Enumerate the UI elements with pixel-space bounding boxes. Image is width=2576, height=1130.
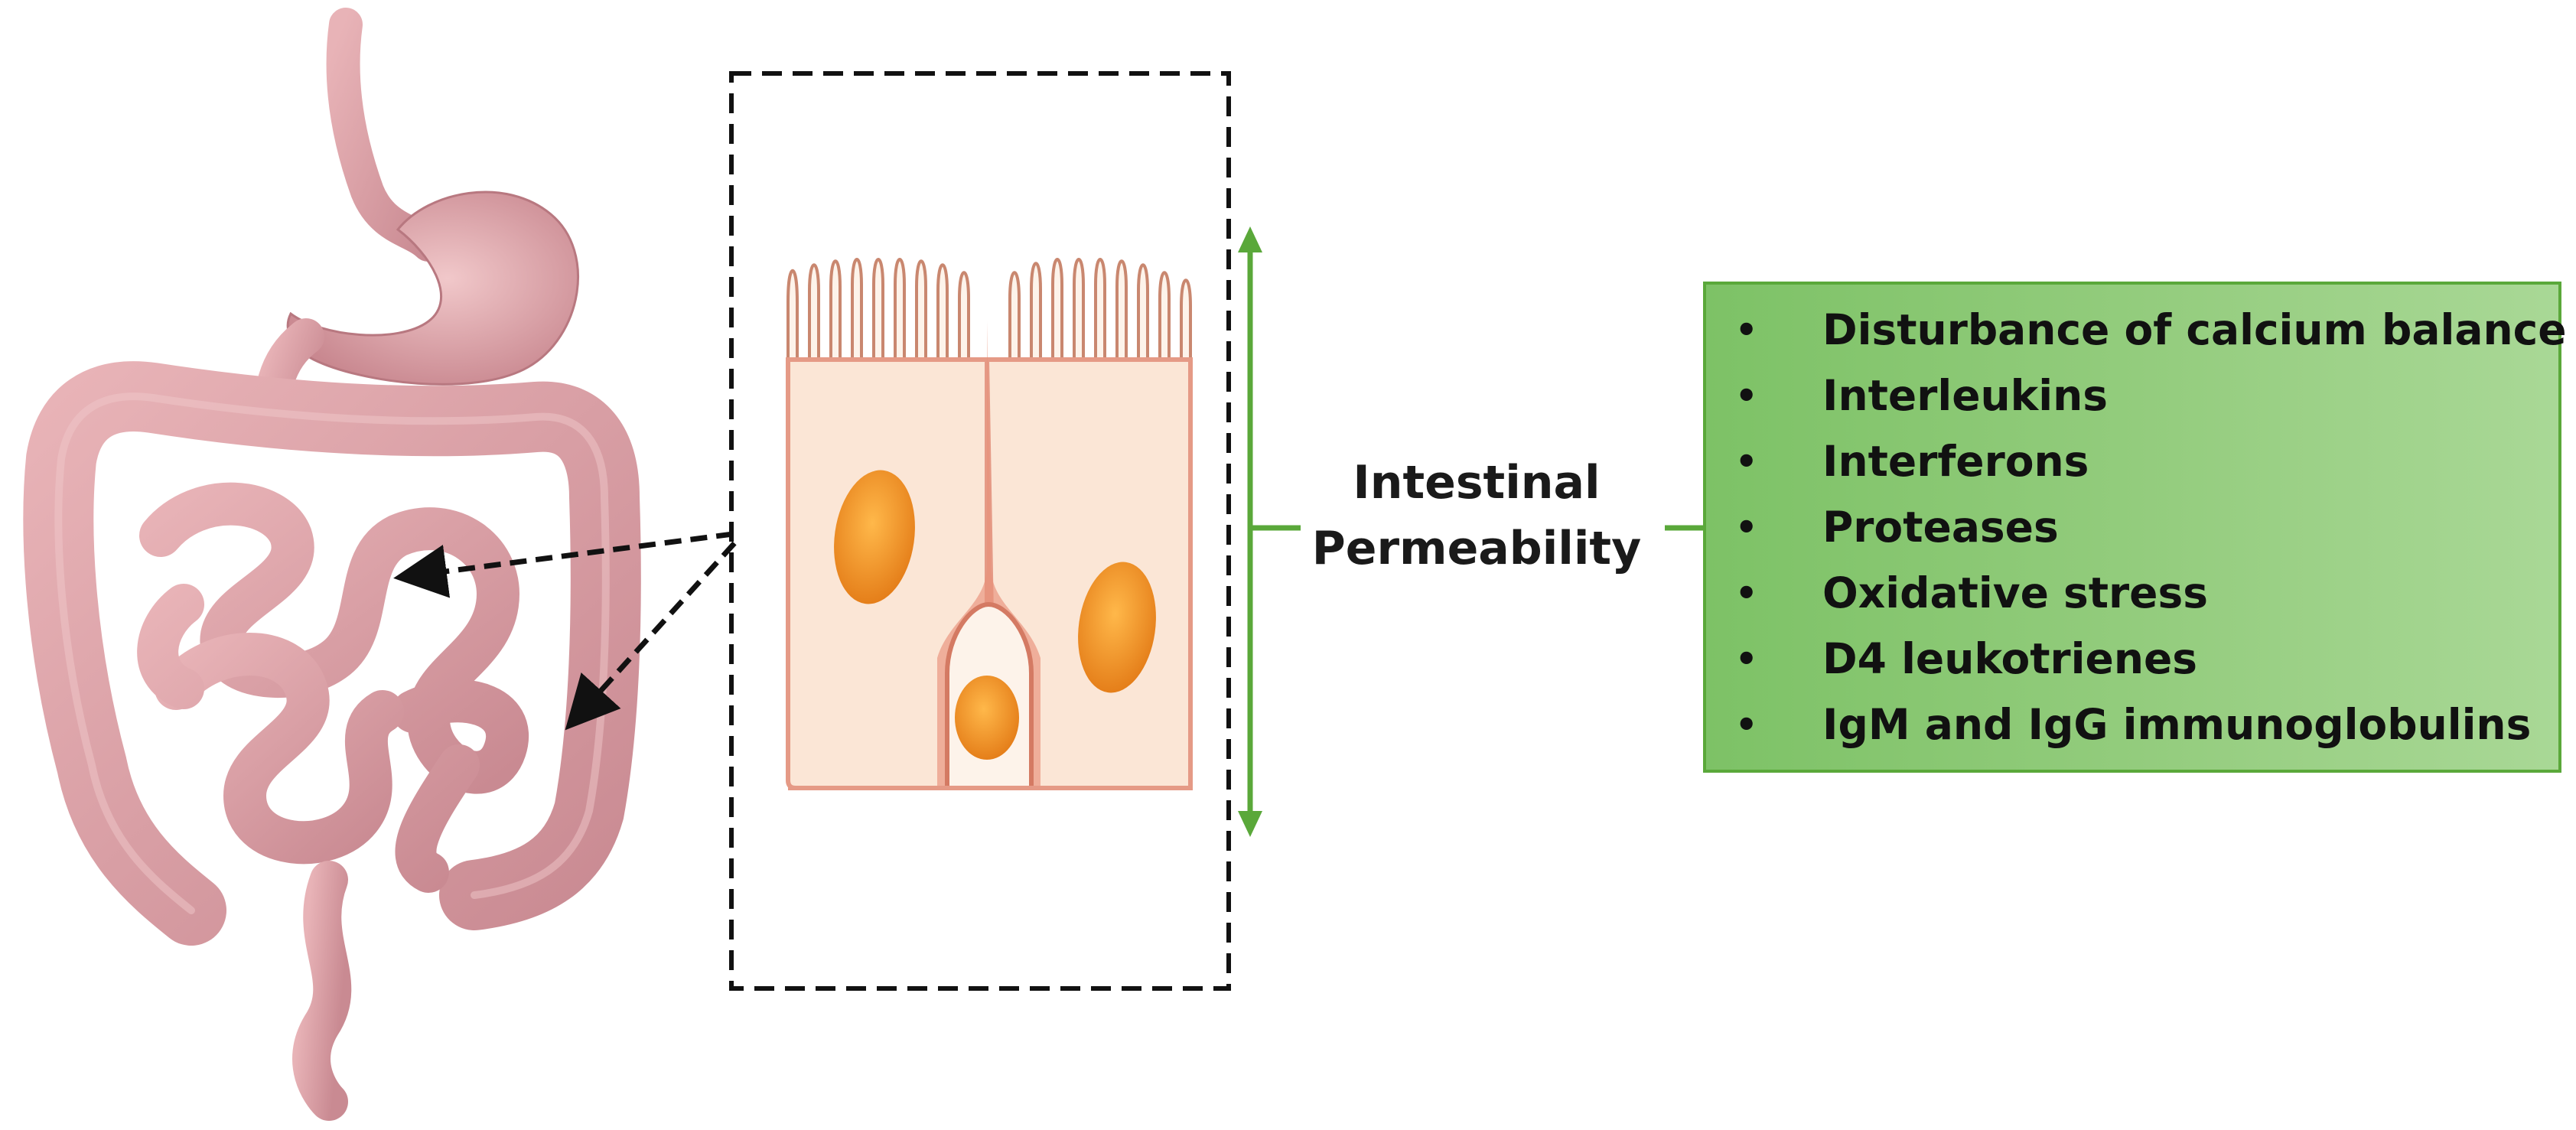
factor-item: • Oxidative stress xyxy=(1706,560,2558,626)
bullet-icon: • xyxy=(1735,309,1758,350)
factor-text: Interleukins xyxy=(1822,371,2108,420)
factor-text: Interferons xyxy=(1822,437,2089,486)
bullet-icon: • xyxy=(1735,638,1758,679)
epithelial-cells-illustration xyxy=(786,258,1193,790)
dashed-arrow-lower xyxy=(565,541,737,731)
factor-item: • Disturbance of calcium balance xyxy=(1706,297,2567,363)
bullet-icon: • xyxy=(1735,506,1758,548)
label-line-1: Intestinal xyxy=(1353,456,1601,510)
digestive-tract-illustration xyxy=(23,8,641,1121)
factor-text: Proteases xyxy=(1822,503,2059,552)
double-headed-arrow xyxy=(1238,226,1262,837)
intestinal-permeability-label: Intestinal Permeability xyxy=(1255,450,1698,581)
factor-text: IgM and IgG immunoglobulins xyxy=(1822,700,2532,749)
factor-item: • Proteases xyxy=(1706,494,2558,560)
factor-item: • Interleukins xyxy=(1706,363,2558,428)
bullet-icon: • xyxy=(1735,375,1758,416)
factor-item: • Interferons xyxy=(1706,428,2558,494)
dashed-arrow-upper xyxy=(393,531,734,598)
bullet-icon: • xyxy=(1735,704,1758,745)
factor-item: • IgM and IgG immunoglobulins xyxy=(1706,692,2558,757)
bullet-icon: • xyxy=(1735,572,1758,614)
factor-text: Oxidative stress xyxy=(1822,568,2208,617)
epithelium-frame xyxy=(729,71,1231,991)
factor-text: Disturbance of calcium balance xyxy=(1822,305,2567,354)
factors-list: • Disturbance of calcium balance • Interle… xyxy=(1706,285,2567,757)
factor-item: • D4 leukotrienes xyxy=(1706,626,2558,692)
factor-text: D4 leukotrienes xyxy=(1822,634,2198,683)
label-line-2: Permeability xyxy=(1311,522,1642,575)
factors-box: • Disturbance of calcium balance • Interle… xyxy=(1703,282,2567,773)
bullet-icon: • xyxy=(1735,441,1758,482)
